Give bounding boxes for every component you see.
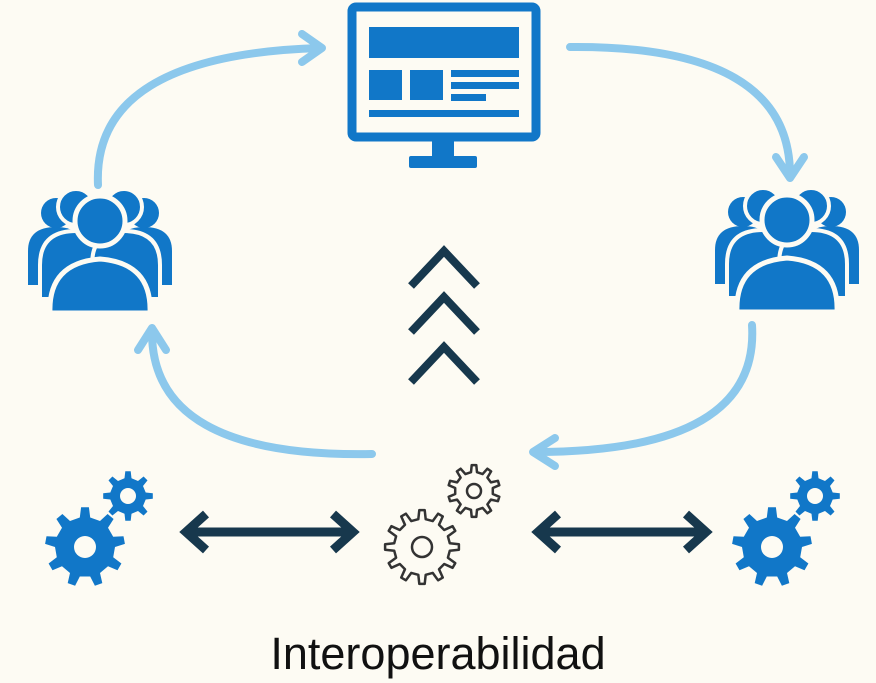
arrow-monitor-to-right-users [566, 42, 808, 182]
gear-hole [807, 488, 823, 504]
gears-icon-left [45, 471, 153, 586]
arrow-gears-to-left-users [134, 324, 376, 459]
gear-hole [465, 482, 483, 500]
cycle-arrows [93, 30, 808, 470]
chevron-up-icon [408, 245, 480, 289]
gear-hole [410, 535, 434, 559]
gear-icon [447, 463, 501, 519]
computer-monitor-icon [347, 2, 541, 168]
chevron-up-icon [408, 341, 480, 385]
diagram-caption: Interoperabilidad [270, 628, 606, 679]
user-group-icon-left [28, 189, 172, 313]
arrow-left-users-to-monitor [93, 30, 326, 189]
double-headed-arrow-icon-right [531, 510, 713, 554]
gear-hole [74, 536, 96, 558]
gear-hole [120, 488, 136, 504]
user-group-icon-right [715, 188, 859, 312]
arrow-right-users-to-gears [529, 321, 757, 470]
gear-hole [761, 536, 783, 558]
chevron-up-icons [408, 245, 480, 385]
chevron-up-icon [408, 291, 480, 335]
gears-icon-right [732, 471, 840, 586]
gears-icon-center [383, 463, 501, 586]
double-headed-arrow-icon-left [179, 510, 360, 554]
gear-icon [383, 508, 461, 586]
